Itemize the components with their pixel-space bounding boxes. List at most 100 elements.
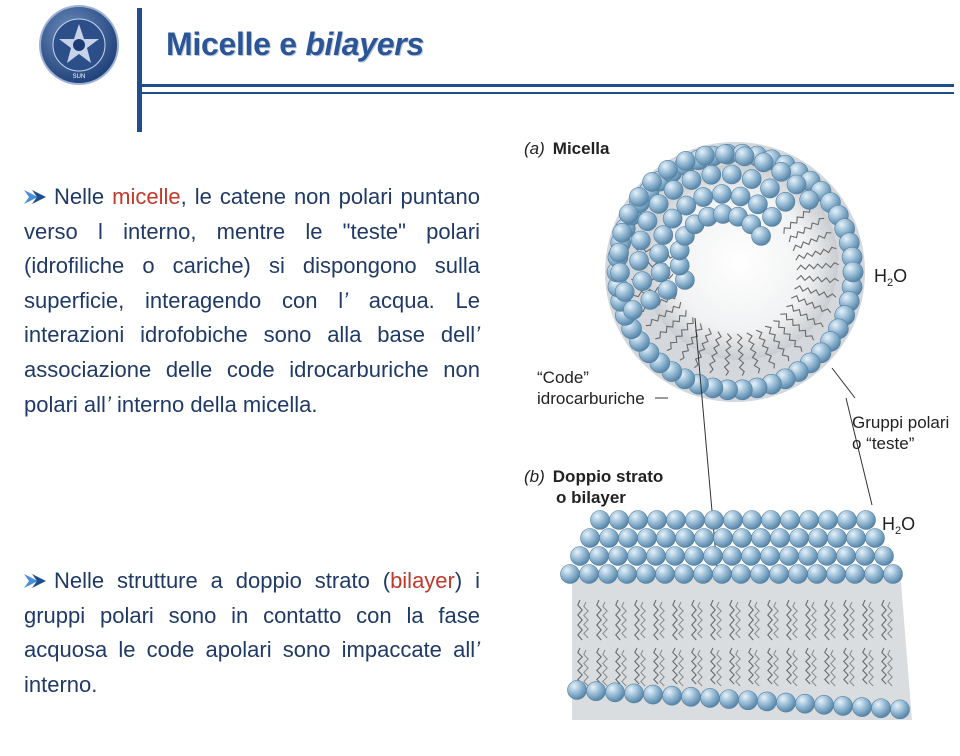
micelle-head — [618, 204, 639, 224]
micelle-head — [612, 223, 632, 243]
bilayer-tail — [602, 601, 608, 639]
micelle-tail — [792, 232, 832, 252]
micelle-head — [676, 195, 697, 216]
bilayer-head — [890, 699, 910, 720]
bilayer-head — [817, 546, 837, 566]
bilayer-head — [656, 528, 676, 548]
bilayer-tail — [754, 649, 760, 687]
bilayer-tail — [621, 601, 627, 639]
micelle-tail — [786, 304, 824, 328]
micelle-head — [609, 242, 629, 263]
bilayer-tail — [868, 649, 874, 687]
bilayer-head — [751, 528, 771, 548]
bilayer-tail — [621, 649, 627, 687]
bilayer-head — [883, 564, 903, 584]
micelle-head — [658, 160, 678, 180]
bilayer-tail — [596, 599, 602, 641]
micelle-head — [648, 194, 669, 214]
bilayer-tail — [767, 647, 773, 685]
bilayer-tail — [773, 649, 779, 687]
bilayer-tail — [678, 649, 684, 687]
bilayer-head — [605, 682, 625, 703]
bilayer-head — [874, 546, 894, 566]
bilayer-tail — [830, 601, 836, 639]
micelle-head — [748, 194, 768, 215]
bilayer-tail — [672, 647, 678, 685]
bilayer-head — [732, 528, 752, 548]
bilayer-tail — [653, 599, 659, 641]
micelle-bilayer-figure — [560, 142, 912, 720]
micelle-head — [753, 152, 774, 173]
micelle-head — [786, 174, 807, 195]
micelle-head — [657, 280, 678, 300]
micelle-tail — [790, 295, 832, 313]
micelle-tail — [655, 310, 687, 340]
bilayer-head — [807, 564, 827, 584]
bilayer-head — [865, 528, 885, 548]
bilayer-head — [723, 510, 743, 530]
bilayer-tail — [811, 649, 817, 687]
micelle-head — [640, 290, 661, 310]
bilayer-head — [741, 546, 761, 566]
bilayer-head — [681, 687, 701, 707]
bilayer-tail — [735, 649, 741, 687]
bilayer-tail — [659, 649, 665, 687]
bilayer-tail — [881, 647, 887, 685]
bilayer-head — [738, 690, 758, 711]
bilayer-tail — [710, 647, 716, 685]
bilayer-tail — [615, 599, 621, 641]
micelle-head — [734, 146, 755, 167]
bilayer-tail — [596, 647, 602, 685]
page-title: Micelle e bilayers — [166, 26, 424, 62]
micelle-tail — [679, 323, 703, 361]
bilayer-head — [795, 693, 815, 714]
bilayer-paragraph: Nelle strutture a doppio strato (bilayer… — [24, 568, 481, 697]
bilayer-tail — [615, 647, 621, 685]
bilayer-tail — [583, 601, 589, 639]
bilayer-head — [750, 564, 770, 584]
micelle-head — [629, 187, 649, 207]
bilayer-head — [789, 528, 809, 548]
micelle-head — [842, 261, 864, 283]
micelle-head — [637, 211, 658, 231]
bilayer-tail — [672, 599, 678, 641]
bilayer-head — [684, 546, 704, 566]
bilayer-head — [826, 564, 846, 584]
bilayer-tail — [868, 601, 874, 639]
micelle-head — [730, 186, 751, 207]
micelle-paragraph: Nelle micelle, le catene non polari punt… — [24, 184, 481, 417]
bilayer-head — [731, 564, 751, 584]
arrow-bullet-icon — [24, 574, 46, 588]
bilayer-tail — [786, 647, 792, 685]
bilayer-tail — [824, 647, 830, 685]
bilayer-head — [837, 510, 857, 530]
bilayer-head — [814, 695, 834, 715]
bilayer-tail — [691, 599, 697, 641]
bilayer-head — [855, 546, 875, 566]
micelle-head — [630, 230, 651, 251]
bilayer-head — [599, 528, 619, 548]
micelle-tail — [794, 285, 837, 299]
bilayer-head — [846, 528, 866, 548]
bilayer-head — [703, 546, 723, 566]
bilayer-tail — [792, 601, 798, 639]
bilayer-head — [693, 564, 713, 584]
bilayer-tail — [830, 649, 836, 687]
bilayer-head — [742, 510, 762, 530]
bilayer-tail — [729, 647, 735, 685]
bilayer-tail — [881, 599, 887, 641]
micelle-head — [712, 184, 732, 204]
micelle-tail — [736, 333, 745, 376]
bilayer-tail — [577, 599, 583, 641]
micelle-head — [662, 208, 683, 229]
bilayer-tail — [678, 601, 684, 639]
bilayer-tail — [577, 647, 583, 685]
micelle-tail — [773, 320, 803, 352]
micelle-tail — [645, 301, 682, 327]
micelle-head — [642, 172, 662, 192]
bilayer-head — [833, 696, 853, 716]
bilayer-tail — [862, 599, 868, 641]
micelle-tail — [694, 327, 712, 369]
bilayer-tail — [697, 649, 703, 687]
